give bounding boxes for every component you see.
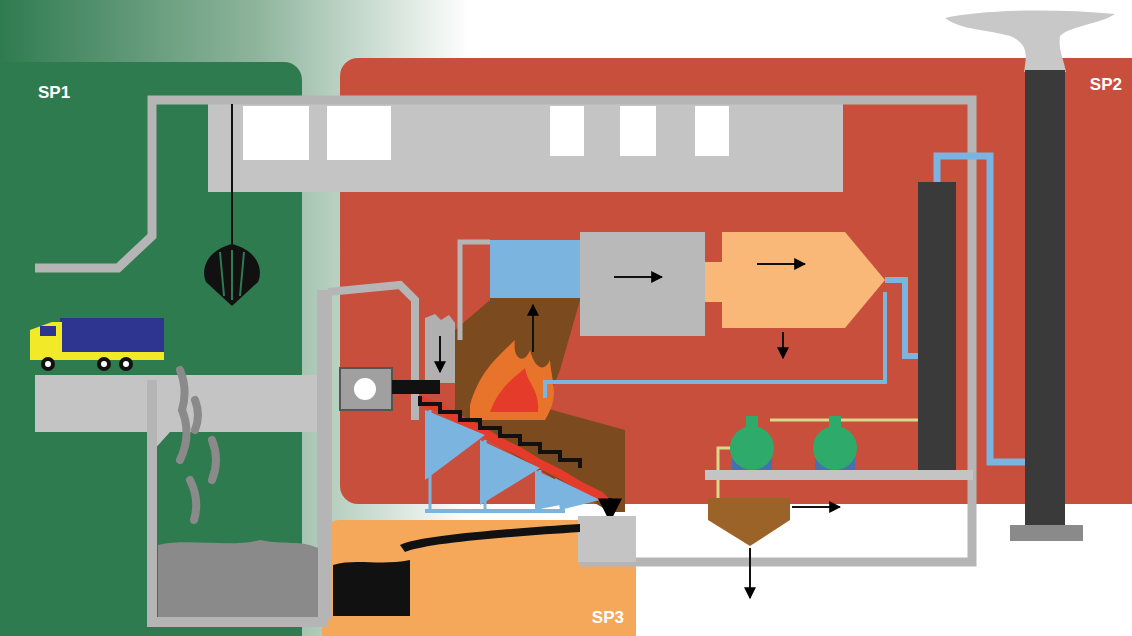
zone-label: SP3 bbox=[592, 609, 624, 628]
zone-label: SP2 bbox=[1090, 76, 1122, 95]
zone-label: SP1 bbox=[38, 84, 70, 103]
